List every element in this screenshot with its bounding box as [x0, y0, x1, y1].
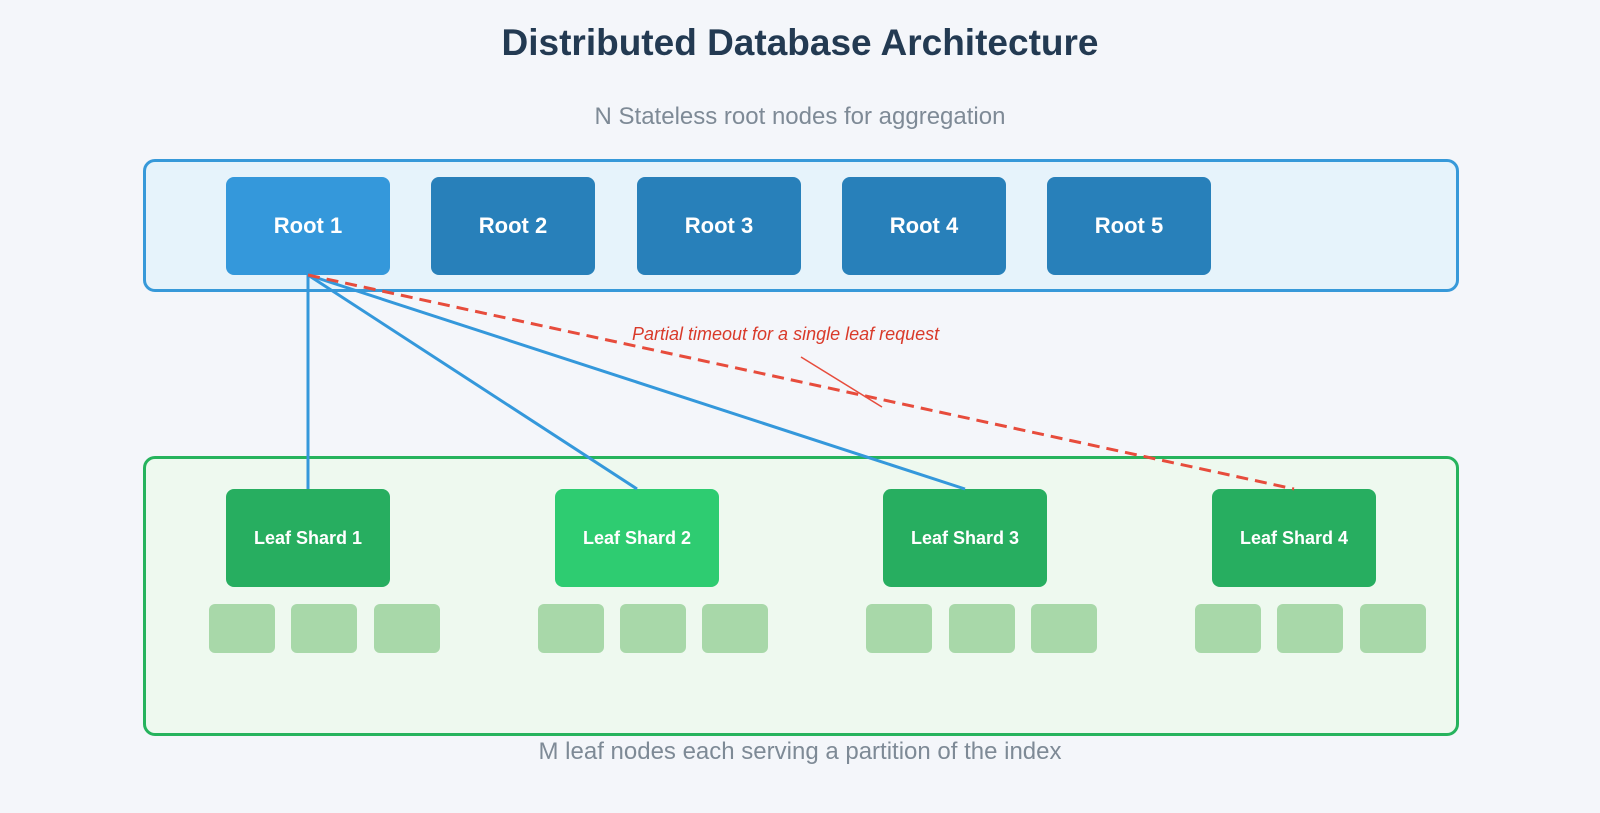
shard-2-replica: [538, 604, 604, 653]
shard-2-replica: [620, 604, 686, 653]
shard-1-replica: [291, 604, 357, 653]
shard-1-replica: [374, 604, 440, 653]
root-node-3: Root 3: [637, 177, 801, 275]
shard-1-replica: [209, 604, 275, 653]
shard-4-replica: [1277, 604, 1343, 653]
root-node-4: Root 4: [842, 177, 1006, 275]
shard-3-replica: [866, 604, 932, 653]
leaf-shard-3: Leaf Shard 3: [883, 489, 1047, 587]
timeout-label: Partial timeout for a single leaf reques…: [632, 324, 940, 344]
root-tier-caption: N Stateless root nodes for aggregation: [594, 103, 1006, 130]
root-node-1: Root 1: [226, 177, 390, 275]
root-node-5: Root 5: [1047, 177, 1211, 275]
shard-3-replica: [949, 604, 1015, 653]
leaf-tier-caption: M leaf nodes each serving a partition of…: [538, 738, 1062, 765]
shard-2-replica: [702, 604, 768, 653]
root-node-2: Root 2: [431, 177, 595, 275]
shard-4-replica: [1195, 604, 1261, 653]
leaf-shard-1: Leaf Shard 1: [226, 489, 390, 587]
page-title: Distributed Database Architecture: [501, 22, 1099, 63]
timeout-label-pointer: [800, 356, 883, 408]
shard-4-replica: [1360, 604, 1426, 653]
leaf-shard-4: Leaf Shard 4: [1212, 489, 1376, 587]
shard-3-replica: [1031, 604, 1097, 653]
leaf-shard-2: Leaf Shard 2: [555, 489, 719, 587]
